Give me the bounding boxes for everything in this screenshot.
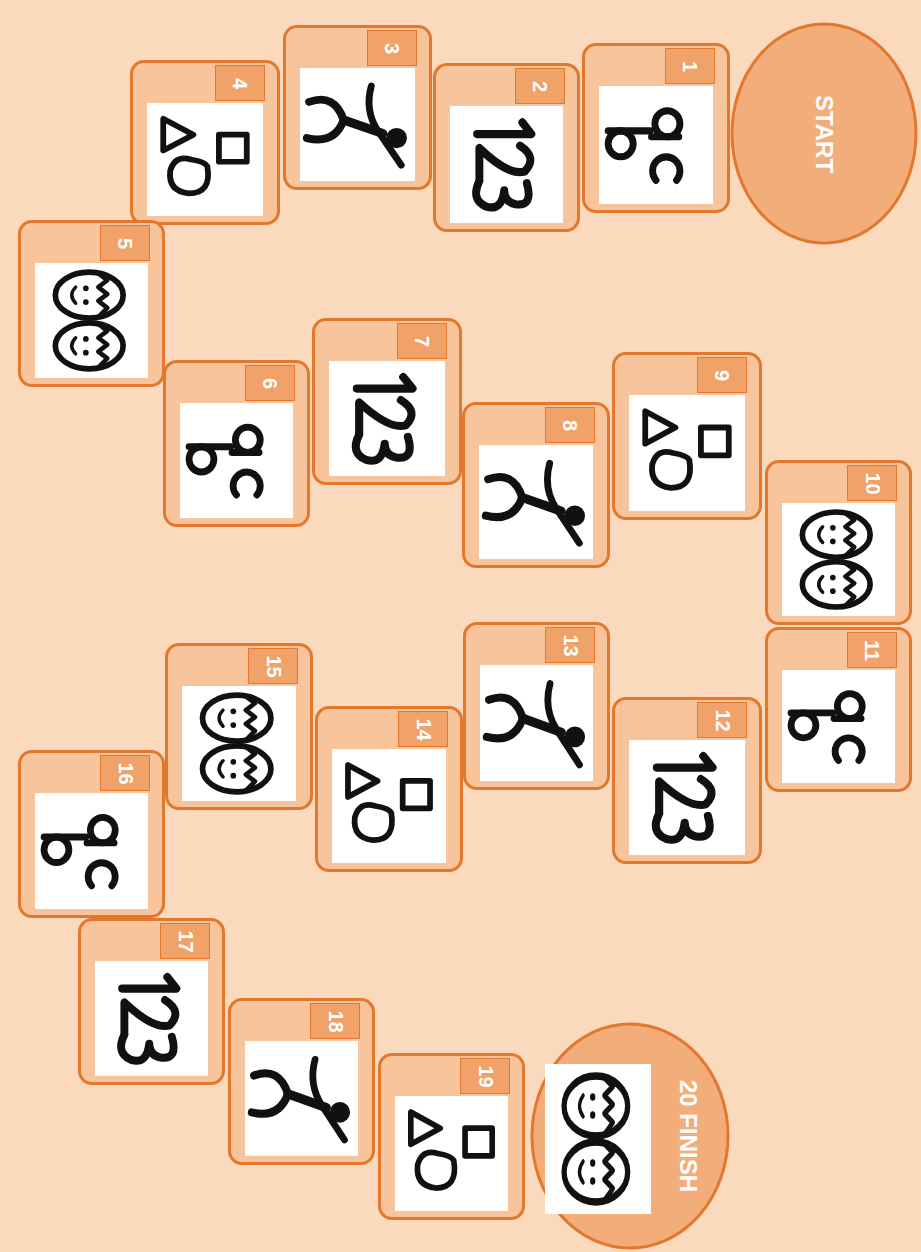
number-tab: 7: [397, 323, 447, 359]
board-square: 7: [312, 318, 462, 485]
square-number: 11: [861, 639, 884, 660]
category-picture: [480, 665, 593, 781]
category-picture: [35, 263, 148, 378]
board-square: 12: [612, 697, 762, 864]
number-tab: 17: [160, 923, 210, 959]
category-picture: [332, 749, 446, 863]
square-number: 3: [381, 42, 404, 53]
number-tab: 13: [545, 627, 595, 663]
category-picture: [182, 686, 296, 801]
category-picture: [95, 961, 208, 1076]
square-number: 10: [861, 472, 884, 494]
category-picture: [300, 68, 415, 181]
square-number: 19: [474, 1065, 497, 1087]
square-number: 17: [174, 930, 197, 952]
number-tab: 9: [697, 357, 747, 393]
board-square: 11: [765, 627, 912, 792]
number-tab: 15: [248, 648, 298, 684]
square-number: 9: [711, 369, 734, 380]
number-tab: 8: [545, 407, 595, 443]
square-number: 1: [679, 60, 702, 71]
board-square: 8: [462, 402, 610, 568]
square-number: 16: [114, 762, 137, 784]
category-picture: [629, 740, 745, 855]
number-tab: 5: [100, 225, 150, 261]
number-tab: 6: [245, 365, 295, 401]
label-area: 20 FINISH: [658, 1022, 718, 1250]
category-picture: [180, 403, 293, 518]
number-tab: 10: [847, 465, 897, 501]
board-square: 17: [78, 918, 225, 1085]
square-number: 15: [262, 655, 285, 677]
board-square: 18: [228, 998, 375, 1165]
number-tab: 12: [697, 702, 747, 738]
square-number: 2: [529, 80, 552, 91]
category-picture: [545, 1064, 651, 1214]
square-number: 12: [711, 709, 734, 731]
board-square: 14: [315, 706, 463, 872]
category-picture: [782, 503, 895, 616]
board-square: 9: [612, 352, 762, 520]
start-label: START: [810, 94, 838, 172]
number-tab: 3: [367, 30, 417, 66]
number-tab: 14: [398, 711, 448, 747]
board-square: 3: [283, 25, 432, 190]
category-picture: [245, 1041, 358, 1156]
number-tab: 11: [847, 632, 897, 668]
number-tab: 1: [665, 48, 715, 84]
category-picture: [782, 670, 895, 783]
number-tab: 4: [215, 65, 265, 101]
number-tab: 18: [310, 1003, 360, 1039]
category-picture: [450, 106, 563, 223]
square-number: 8: [559, 419, 582, 430]
category-picture: [329, 361, 445, 476]
number-tab: 2: [515, 68, 565, 104]
category-picture: [395, 1096, 508, 1211]
category-picture: [629, 395, 745, 511]
board-square: 1: [582, 43, 730, 213]
number-tab: 19: [460, 1058, 510, 1094]
square-number: 14: [412, 718, 435, 740]
square-number: 6: [259, 377, 282, 388]
board-square: 15: [165, 643, 313, 810]
board-square: 10: [765, 460, 912, 625]
board-square: 13: [463, 622, 610, 790]
category-picture: [147, 103, 263, 216]
number-tab: 16: [100, 755, 150, 791]
board-square: 2: [433, 63, 580, 232]
finish-label: 20 FINISH: [674, 1080, 702, 1192]
board-square: 4: [130, 60, 280, 225]
square-number: 18: [324, 1010, 347, 1032]
finish-circle: 20 FINISH: [530, 1022, 730, 1250]
board-square: 16: [18, 750, 165, 918]
square-number: 13: [559, 634, 582, 656]
board-square: 19: [378, 1053, 525, 1220]
start-circle: START: [730, 22, 918, 245]
square-number: 7: [411, 335, 434, 346]
board-square: 5: [18, 220, 165, 387]
category-picture: [479, 445, 593, 559]
square-number: 5: [114, 237, 137, 248]
board-square: 6: [163, 360, 310, 527]
category-picture: [35, 793, 148, 909]
label-area: START: [730, 22, 918, 245]
category-picture: [599, 86, 713, 204]
square-number: 4: [229, 77, 252, 88]
